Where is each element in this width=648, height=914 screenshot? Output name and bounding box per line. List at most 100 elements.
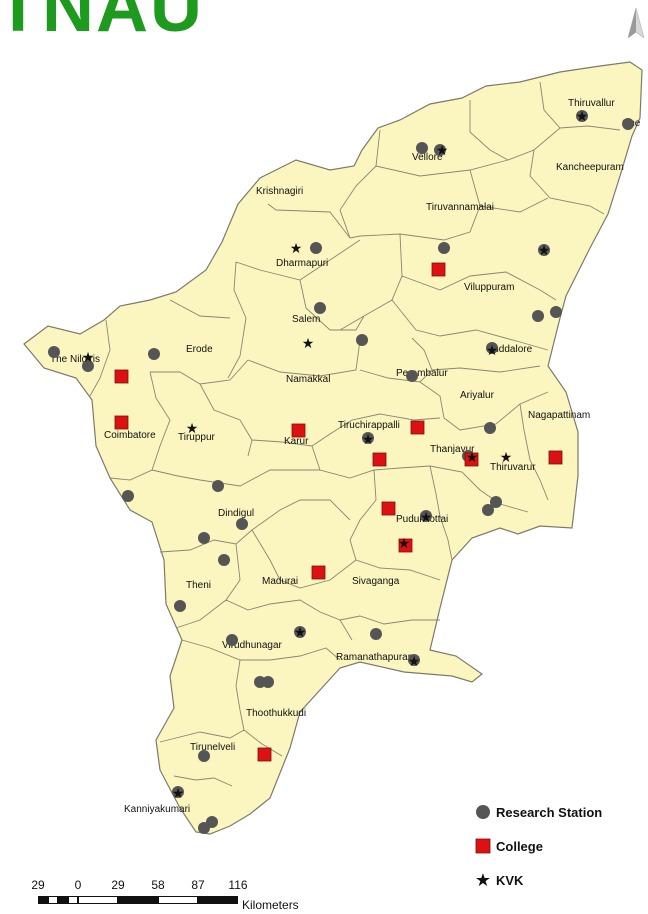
research-station-marker (310, 242, 322, 254)
label-tiruvannamalai: Tiruvannamalai (426, 202, 494, 213)
scale-segment (198, 896, 238, 904)
scale-tick-label: 29 (31, 878, 45, 892)
research-station-marker (622, 118, 634, 130)
scale-segment (58, 896, 68, 904)
label-theni: Theni (186, 580, 211, 591)
college-marker (431, 262, 446, 277)
research-station-marker (262, 676, 274, 688)
label-karur: Karur (284, 436, 309, 447)
legend-kvk: ★ KVK (470, 863, 602, 897)
label-kanniyakumari: Kanniyakumari (124, 804, 190, 815)
research-station-marker (314, 302, 326, 314)
scale-bar: 29 0 29 58 87 116 Kilometers (30, 878, 330, 914)
college-marker (257, 747, 272, 762)
label-thiruvallur: Thiruvallur (568, 98, 615, 109)
college-marker (464, 452, 479, 467)
kvk-marker: ★ (362, 432, 375, 448)
label-dindigul: Dindigul (218, 508, 254, 519)
research-station-marker (236, 518, 248, 530)
legend-college: College (470, 829, 602, 863)
label-vellore: Vellore (412, 152, 443, 163)
scale-segment (158, 896, 198, 904)
college-marker (410, 420, 425, 435)
kvk-marker: ★ (302, 336, 315, 352)
research-station-marker (212, 480, 224, 492)
college-marker (114, 415, 129, 430)
label-dharmapuri: Dharmapuri (276, 258, 328, 269)
label-tirunelveli: Tirunelveli (190, 742, 235, 753)
research-station-marker (538, 244, 550, 256)
scale-tick-label: 58 (151, 878, 165, 892)
label-thanjavur: Thanjavur (430, 444, 475, 455)
scale-segment (48, 896, 58, 904)
kvk-marker: ★ (294, 625, 307, 641)
label-ariyalur: Ariyalur (460, 390, 495, 401)
label-viluppuram: Viluppuram (464, 282, 514, 293)
research-station-marker (294, 626, 306, 638)
scale-segment (78, 896, 118, 904)
scale-unit-label: Kilometers (242, 898, 299, 912)
research-station-marker (490, 496, 502, 508)
research-station-icon (470, 804, 496, 820)
kvk-marker: ★ (500, 450, 513, 466)
legend-research-station: Research Station (470, 795, 602, 829)
college-marker (291, 423, 306, 438)
kvk-marker: ★ (486, 343, 499, 359)
research-station-marker (198, 532, 210, 544)
map-land (23, 61, 643, 835)
research-station-marker (172, 786, 184, 798)
kvk-marker: ★ (290, 241, 303, 257)
state-outline (23, 61, 643, 835)
label-tiruppur: Tiruppur (178, 432, 216, 443)
scale-segment (38, 896, 48, 904)
label-madurai: Madurai (262, 576, 298, 587)
research-station-marker (198, 750, 210, 762)
scale-segment (118, 896, 158, 904)
research-station-marker (416, 142, 428, 154)
label-erode: Erode (186, 344, 213, 355)
college-marker (398, 538, 413, 553)
research-station-marker (356, 334, 368, 346)
research-station-marker (122, 490, 134, 502)
kvk-marker: ★ (172, 786, 185, 802)
research-station-marker (148, 348, 160, 360)
research-station-marker (226, 634, 238, 646)
label-thoothukkudi: Thoothukkudi (246, 708, 306, 719)
label-virudhunagar: Virudhunagar (222, 640, 283, 651)
map-legend: Research Station College ★ KVK (470, 795, 602, 897)
college-marker (311, 565, 326, 580)
research-station-marker (486, 342, 498, 354)
label-sivaganga: Sivaganga (352, 576, 400, 587)
college-marker (381, 501, 396, 516)
research-station-marker (420, 510, 432, 522)
colleges (114, 262, 563, 762)
label-cuddalore: Cuddalore (486, 344, 533, 355)
research-station-marker (406, 370, 418, 382)
research-station-marker (408, 654, 420, 666)
kvk-marker: ★ (186, 421, 199, 437)
label-tiruchirappalli: Tiruchirappalli (338, 420, 400, 431)
legend-kvk-label: KVK (496, 872, 524, 888)
scale-segment (68, 896, 78, 904)
label-ramanathapuram: Ramanathapuram (336, 652, 416, 663)
research-station-marker (370, 628, 382, 640)
scale-tick-label: 29 (111, 878, 125, 892)
research-station-marker (484, 422, 496, 434)
college-marker (548, 450, 563, 465)
kvks: ★ ★ ★ ★ ★ ★ ★ ★ ★ ★ ★ ★ ★ ★ ★ ★ (82, 109, 589, 802)
scale-tick-label: 116 (228, 878, 248, 892)
kvk-star-icon: ★ (474, 869, 492, 891)
research-station-marker (482, 504, 494, 516)
research-station-marker (434, 144, 446, 156)
research-station-marker (532, 310, 544, 322)
north-arrow-icon (628, 8, 644, 38)
scale-tick-label: 87 (191, 878, 205, 892)
college-icon (470, 838, 496, 854)
legend-research-station-label: Research Station (496, 804, 603, 820)
label-thiruvarur: Thiruvarur (490, 462, 536, 473)
legend-college-label: College (496, 838, 543, 854)
label-namakkal: Namakkal (286, 374, 330, 385)
research-station-marker (218, 554, 230, 566)
label-salem: Salem (292, 314, 320, 325)
